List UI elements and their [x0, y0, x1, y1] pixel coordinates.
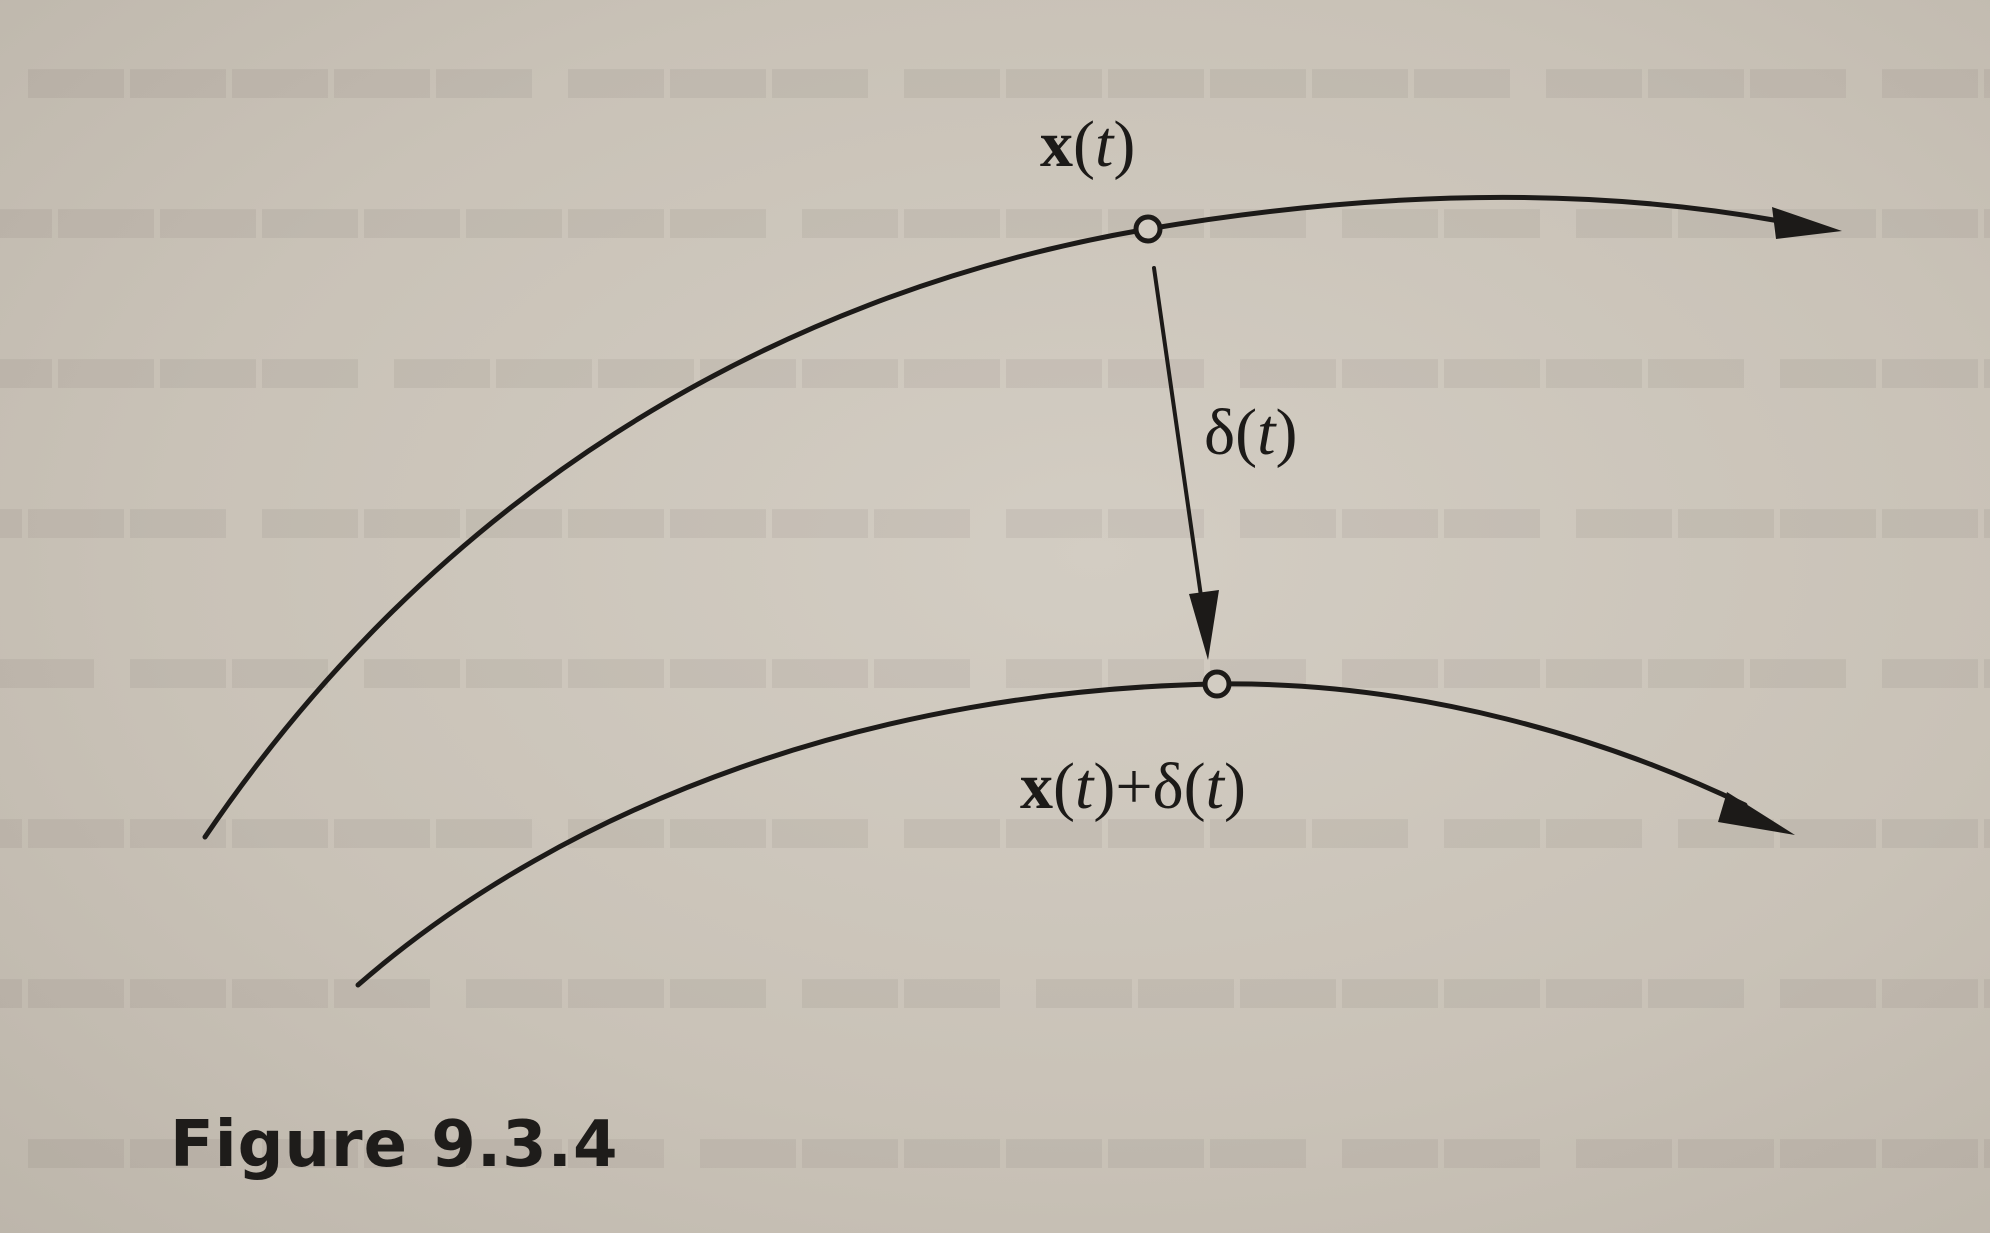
paren-open: ( — [1235, 396, 1258, 469]
label-bottom-point-argument-b: t — [1205, 750, 1224, 823]
label-displacement: δ(t) — [1204, 400, 1297, 466]
label-bottom-point-argument-a: t — [1074, 750, 1094, 823]
figure-caption: Figure 9.3.4 — [170, 1108, 619, 1182]
paren-close: ) — [1113, 108, 1136, 181]
upper-trajectory-curve — [202, 194, 1788, 840]
open-circle-icon — [1202, 669, 1232, 699]
label-top-point-argument: t — [1094, 108, 1114, 181]
label-bottom-point-operator: + — [1115, 750, 1153, 823]
paren-open: ( — [1053, 750, 1075, 823]
label-bottom-point: x(t)+δ(t) — [1020, 754, 1246, 820]
label-top-point-symbol: x — [1040, 108, 1073, 181]
lower-trajectory-curve — [355, 681, 1748, 988]
label-bottom-point-symbol-a: x — [1020, 750, 1053, 823]
label-top-point: x(t) — [1040, 112, 1135, 178]
label-displacement-argument: t — [1257, 396, 1276, 469]
paren-close: ) — [1223, 750, 1246, 823]
paren-open: ( — [1183, 750, 1206, 823]
arrowhead-icon — [1189, 590, 1219, 660]
arrowhead-icon — [1718, 792, 1795, 835]
open-circle-icon — [1133, 214, 1163, 244]
label-bottom-point-symbol-b: δ — [1152, 750, 1184, 823]
paren-open: ( — [1073, 108, 1095, 181]
displacement-arrow-shaft — [1152, 266, 1205, 612]
paren-close: ) — [1275, 396, 1298, 469]
arrowhead-icon — [1772, 207, 1842, 239]
paren-close: ) — [1093, 750, 1116, 823]
label-displacement-symbol: δ — [1204, 396, 1236, 469]
